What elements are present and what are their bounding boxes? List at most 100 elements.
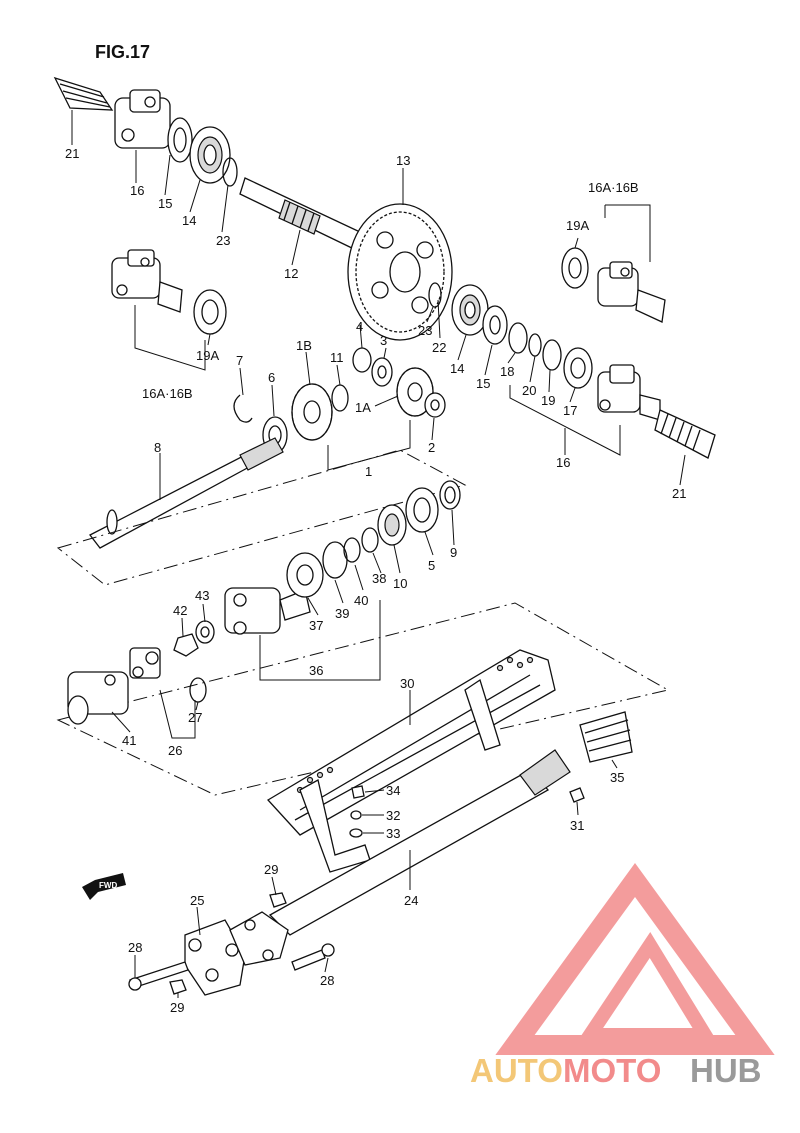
callout-4: 4 (356, 319, 363, 334)
yoke-24-end (229, 911, 289, 966)
callout-21-right: 21 (672, 486, 686, 501)
callout-23-mid: 23 (418, 323, 432, 338)
callout-37: 37 (309, 618, 323, 633)
callout-8: 8 (154, 440, 161, 455)
shaft-12 (239, 177, 361, 251)
callout-43: 43 (195, 588, 209, 603)
bracket-26 (159, 689, 196, 739)
washer-4-3 (352, 347, 393, 387)
callout-16a-16b-top: 16A·16B (588, 180, 639, 195)
bracket-36 (259, 600, 381, 681)
circlip-27 (189, 677, 207, 703)
seal-15-right (482, 305, 508, 345)
callout-1b: 1B (296, 338, 312, 353)
callout-19: 19 (541, 393, 555, 408)
callout-32: 32 (386, 808, 400, 823)
callout-28-left: 28 (128, 940, 142, 955)
figure-title: FIG.17 (95, 42, 150, 62)
callout-42: 42 (173, 603, 187, 618)
callout-36: 36 (309, 663, 323, 678)
callout-40: 40 (354, 593, 368, 608)
callout-16-top: 16 (130, 183, 144, 198)
callout-2: 2 (428, 440, 435, 455)
callout-14-right: 14 (450, 361, 464, 376)
yoke-41 (67, 671, 129, 725)
callout-34: 34 (386, 783, 400, 798)
seal-15-upper (167, 117, 193, 163)
joint-16a-16b-upper (561, 247, 666, 323)
callout-26: 26 (168, 743, 182, 758)
callout-18: 18 (500, 364, 514, 379)
callout-12: 12 (284, 266, 298, 281)
washers-39-40-38 (286, 527, 379, 598)
callout-13: 13 (396, 153, 410, 168)
callout-30: 30 (400, 676, 414, 691)
callout-29-lower: 29 (170, 1000, 184, 1015)
callout-17: 17 (563, 403, 577, 418)
joint-16-right (597, 364, 661, 421)
watermark-moto: MOTO (563, 1052, 661, 1089)
callout-31: 31 (570, 818, 584, 833)
callout-22: 22 (432, 340, 446, 355)
bracket-16a-16b-top (604, 204, 651, 262)
callout-19a-left: 19A (196, 348, 219, 363)
fwd-arrow-icon: FWD (82, 873, 126, 900)
bracket-1 (327, 420, 411, 471)
fasteners-34-32-33 (349, 785, 365, 838)
callout-1a: 1A (355, 400, 371, 415)
washer-2 (424, 392, 446, 418)
watermark-logo (495, 862, 775, 1055)
nut-42-washer-43 (173, 620, 215, 657)
callout-33: 33 (386, 826, 400, 841)
bearing-10-5 (377, 487, 439, 546)
callout-7: 7 (236, 353, 243, 368)
callout-9: 9 (450, 545, 457, 560)
callout-23-top: 23 (216, 233, 230, 248)
bolt-28-right (291, 943, 335, 971)
callout-38: 38 (372, 571, 386, 586)
ring-9 (439, 480, 461, 510)
bearing-14-upper (189, 126, 231, 184)
callout-41: 41 (122, 733, 136, 748)
snap-ring-23-upper (222, 157, 238, 187)
clip-7 (233, 394, 253, 423)
callout-25: 25 (190, 893, 204, 908)
fwd-label: FWD (99, 881, 117, 890)
callout-28-right: 28 (320, 973, 334, 988)
boot-21-upper (53, 76, 114, 111)
nut-29-upper (269, 892, 287, 908)
joint-16a-16b-left (111, 249, 227, 335)
gear-1a (396, 367, 434, 417)
callout-20: 20 (522, 383, 536, 398)
gear-1b (291, 383, 333, 441)
circlip-11 (331, 384, 349, 412)
bolt-31 (569, 787, 585, 803)
shaft-8 (89, 437, 284, 549)
callout-15-top: 15 (158, 196, 172, 211)
joint-16-upper (114, 89, 171, 149)
callout-19a-top: 19A (566, 218, 589, 233)
watermark-hub: HUB (690, 1052, 762, 1089)
boot-35 (579, 711, 633, 763)
callout-39: 39 (335, 606, 349, 621)
watermark-auto: AUTO (470, 1052, 563, 1089)
dashed-box-lower (56, 602, 670, 796)
callout-29-upper: 29 (264, 862, 278, 877)
leader-lines (71, 110, 686, 998)
bolt-28-left (128, 961, 189, 991)
snap-ring-23-mid (428, 282, 442, 308)
bracket-30-straps (299, 678, 501, 873)
callout-21-top: 21 (65, 146, 79, 161)
callout-11: 11 (330, 350, 344, 365)
bearing-14-right (451, 284, 489, 336)
watermark-text: AUTO MOTO HUB (470, 1052, 762, 1089)
callout-6: 6 (268, 370, 275, 385)
spider-26 (129, 647, 161, 679)
boot-21-right (654, 409, 716, 459)
callout-1: 1 (365, 464, 372, 479)
callout-16a-16b-left: 16A·16B (142, 386, 193, 401)
callout-27: 27 (188, 710, 202, 725)
callout-14-top: 14 (182, 213, 196, 228)
callout-3: 3 (380, 333, 387, 348)
